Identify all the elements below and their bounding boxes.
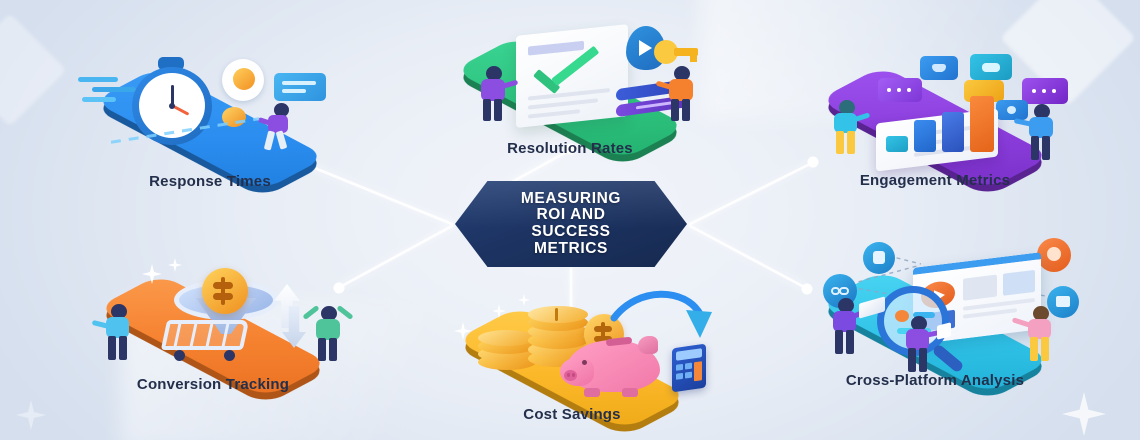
chat-bubble-icon-2 [1022,78,1068,104]
dollar-coin-icon [202,268,248,314]
node-cross-platform-analysis[interactable]: Cross-Platform Analysis [785,238,1085,402]
calculator-icon [672,343,706,393]
background-sparkle-bottom-right [1062,392,1106,436]
illustration-conversion-tracking [68,258,358,378]
node-response-times[interactable]: Response Times [70,55,350,199]
person-icon-left [826,100,871,156]
hub-title: MEASURING ROI AND SUCCESS METRICS [520,189,622,257]
node-label-cross-platform-analysis: Cross-Platform Analysis [845,372,1025,389]
node-conversion-tracking[interactable]: Conversion Tracking [68,258,358,406]
coin-stack-icon-small [478,330,538,370]
key-icon [654,38,698,68]
background-sparkle-bottom-left [16,400,46,430]
reaction-bubble-icon-1 [920,56,958,80]
curved-arrow-icon [610,290,712,338]
person-icon-left [91,304,142,362]
person-icon-right [1013,104,1066,162]
shopping-cart-icon [160,320,250,362]
node-label-resolution-rates: Resolution Rates [507,140,633,157]
social-icon-right-top [1037,238,1071,272]
social-icon-top [863,242,895,274]
sparkle-icon [454,322,472,340]
node-cost-savings[interactable]: Cost Savings [432,288,712,438]
person-icon-right [1011,306,1067,364]
node-label-engagement-metrics: Engagement Metrics [859,172,1011,189]
coin-inner [233,68,255,90]
person-icon-left [472,66,519,122]
illustration-engagement-metrics [790,52,1080,172]
running-person-icon [256,103,300,151]
person-icon-right [302,302,356,362]
central-hub-hexagon[interactable]: MEASURING ROI AND SUCCESS METRICS [455,181,687,267]
node-label-cost-savings: Cost Savings [523,406,621,423]
node-engagement-metrics[interactable]: Engagement Metrics [790,52,1080,198]
person-icon-right [655,66,706,122]
chat-bubble-icon [274,73,326,101]
node-label-response-times: Response Times [149,173,271,190]
sparkle-icon-2 [492,304,506,318]
illustration-resolution-rates [430,22,710,142]
illustration-response-times [70,55,350,175]
social-icon-right-bottom [1047,286,1079,318]
node-resolution-rates[interactable]: Resolution Rates [430,22,710,168]
reaction-bubble-icon-4 [996,100,1028,120]
sparkle-icon-3 [518,294,530,306]
person-icon-left [823,296,885,356]
shield-icon [626,26,666,70]
node-label-conversion-tracking: Conversion Tracking [136,376,290,393]
speed-lines-icon [78,77,138,107]
person-icon-center [897,316,951,374]
hexagon-shape [455,181,687,267]
sparkle-icon-2 [168,258,182,272]
background-diamond-top-left [0,13,67,127]
checkmark-icon [533,45,612,94]
sparkle-icon [142,264,162,284]
bar-chart-icon [886,94,996,156]
illustration-cross-platform-analysis [785,238,1085,374]
chat-bubble-icon-1 [878,78,922,102]
piggy-bank-icon [560,334,666,397]
reaction-bubble-icon-2 [970,54,1012,80]
illustration-cost-savings [432,288,712,408]
